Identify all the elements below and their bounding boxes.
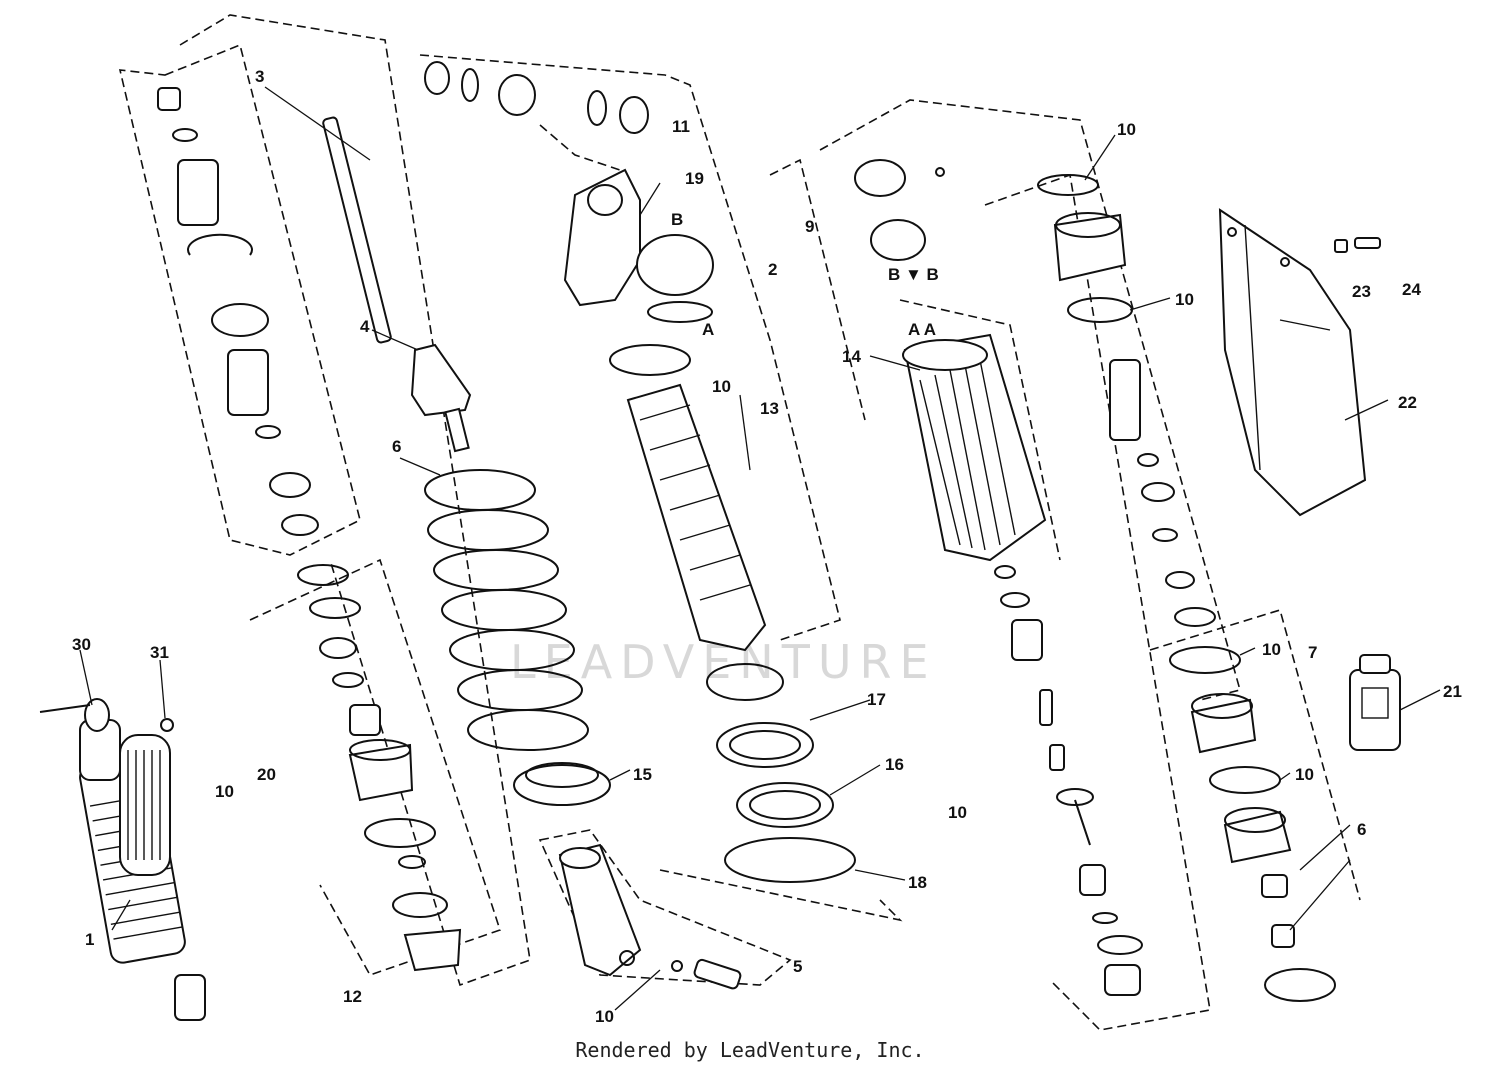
right-valve-stack xyxy=(1053,212,1295,948)
callout-12: 12 xyxy=(343,987,362,1006)
callout-17: 17 xyxy=(867,690,886,709)
mark-b-upper: B xyxy=(671,210,683,229)
callout-20: 20 xyxy=(257,765,276,784)
reservoir-internals xyxy=(994,565,1141,996)
adjuster-knobs xyxy=(854,159,945,261)
callout-21: 21 xyxy=(1443,682,1462,701)
reservoir-head xyxy=(424,61,714,323)
callout-15: 15 xyxy=(633,765,652,784)
callout-10-c: 10 xyxy=(712,377,731,396)
mud-guard xyxy=(1218,208,1381,517)
callout-14: 14 xyxy=(842,347,861,366)
reservoir xyxy=(902,333,1047,562)
callout-5: 5 xyxy=(793,957,802,976)
left-valve-stack xyxy=(157,87,319,536)
callout-10-a: 10 xyxy=(1117,120,1136,139)
mid-valve-stack xyxy=(319,637,462,972)
callout-11: 11 xyxy=(672,117,690,136)
lower-clevis xyxy=(558,843,742,990)
shaft-assembly xyxy=(322,116,472,453)
callout-4: 4 xyxy=(360,317,370,336)
callout-3: 3 xyxy=(255,67,264,86)
callout-9: 9 xyxy=(805,217,814,236)
callout-18: 18 xyxy=(908,873,927,892)
callout-19: 19 xyxy=(685,169,704,188)
callout-labels: 1 2 3 4 5 6 6 7 9 10 10 10 10 10 10 10 1… xyxy=(72,67,1462,1026)
leader-lines xyxy=(79,86,1441,1011)
callout-31: 31 xyxy=(150,643,169,662)
callout-6: 6 xyxy=(392,437,401,456)
callout-10-g: 10 xyxy=(215,782,234,801)
alignment-marks: B A A A B ▼ B xyxy=(671,210,939,339)
footer-credit: Rendered by LeadVenture, Inc. xyxy=(575,1038,925,1062)
callout-10-f: 10 xyxy=(948,803,967,822)
callout-6-right: 6 xyxy=(1357,820,1366,839)
lock-rings xyxy=(706,663,834,828)
callout-23: 23 xyxy=(1352,282,1371,301)
callout-13: 13 xyxy=(760,399,779,418)
callout-22: 22 xyxy=(1398,393,1417,412)
callout-2: 2 xyxy=(768,260,777,279)
callout-24: 24 xyxy=(1402,280,1421,299)
callout-10-d: 10 xyxy=(1262,640,1281,659)
callout-16: 16 xyxy=(885,755,904,774)
o-rings xyxy=(297,174,1336,1002)
callout-10-h: 10 xyxy=(595,1007,614,1026)
assembled-shock xyxy=(39,698,206,1021)
callout-7: 7 xyxy=(1308,643,1317,662)
mark-bb: B ▼ B xyxy=(888,265,939,284)
mark-a-upper: A xyxy=(702,320,714,339)
oil-bottle xyxy=(1349,654,1401,751)
threaded-body xyxy=(626,383,767,652)
spring-seat xyxy=(513,762,611,806)
callout-10-e: 10 xyxy=(1295,765,1314,784)
callout-1: 1 xyxy=(85,930,94,949)
callout-10-b: 10 xyxy=(1175,290,1194,309)
coil-spring xyxy=(424,469,589,751)
mark-aa: A A xyxy=(908,320,936,339)
callout-30: 30 xyxy=(72,635,91,654)
